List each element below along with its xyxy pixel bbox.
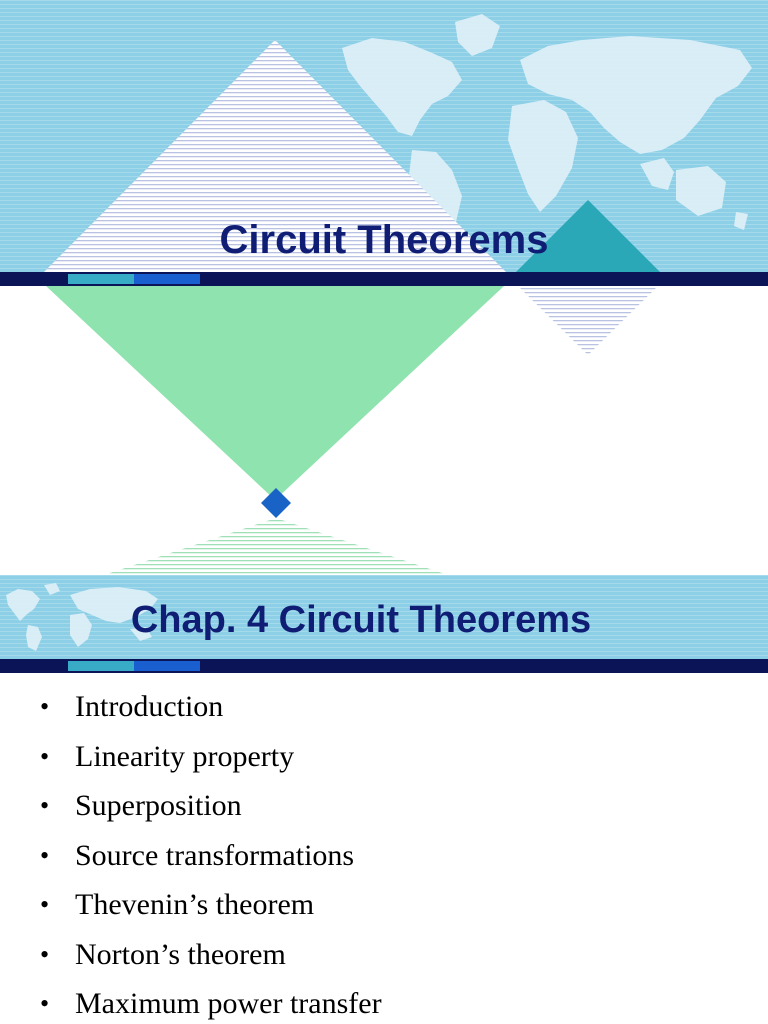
topic-list: Introduction Linearity property Superpos… (40, 689, 382, 1024)
world-map-icon (6, 583, 158, 651)
list-item: Introduction (40, 689, 382, 739)
list-item: Linearity property (40, 739, 382, 789)
slide-decoration (6, 583, 158, 651)
striped-reflection-shape (104, 518, 448, 575)
header-divider-bar (0, 659, 768, 673)
list-item: Source transformations (40, 838, 382, 888)
header-divider-bar (0, 272, 768, 286)
slide-title: Chap. 4 Circuit Theorems (130, 599, 592, 641)
striped-small-triangle-shape (518, 286, 658, 355)
green-triangle-shape (46, 286, 504, 500)
list-item: Norton’s theorem (40, 937, 382, 987)
list-item: Thevenin’s theorem (40, 887, 382, 937)
slide-decoration (44, 14, 752, 575)
list-item: Superposition (40, 788, 382, 838)
slide-title: Circuit Theorems (219, 218, 549, 262)
list-item: Maximum power transfer (40, 986, 382, 1024)
content-slide: Chap. 4 Circuit Theorems Introduction Li… (0, 575, 768, 1024)
striped-triangle-shape (44, 40, 506, 272)
title-slide: Circuit Theorems (0, 0, 768, 575)
world-map-icon (342, 14, 752, 250)
teal-triangle-shape (516, 200, 660, 272)
blue-diamond-shape (261, 488, 291, 518)
